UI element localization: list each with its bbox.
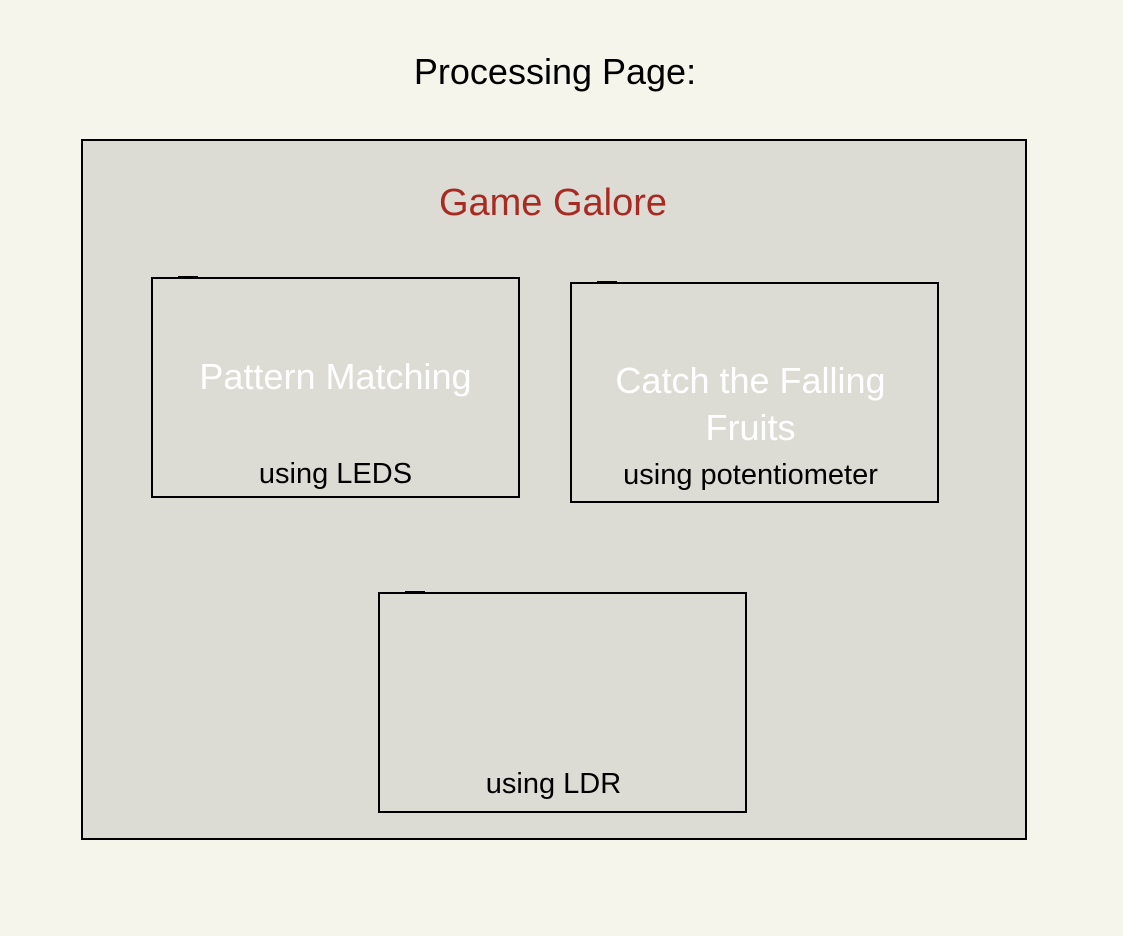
card-subtitle: using LDR <box>485 768 622 800</box>
game-card-ldr[interactable]: using LDR <box>378 591 747 813</box>
game-panel: Game Galore Pattern Matching using LEDS … <box>81 139 1027 840</box>
card-subtitle: using potentiometer <box>623 459 878 491</box>
card-tab-mark <box>597 281 617 284</box>
card-subtitle: using LEDS <box>258 458 413 490</box>
card-title: Catch the Falling Fruits <box>615 360 886 448</box>
card-tab-mark <box>178 276 198 279</box>
card-tab-mark <box>405 591 425 594</box>
game-card-catch-fruits[interactable]: Catch the Falling Fruits using potentiom… <box>570 281 939 503</box>
page-heading: Processing Page: <box>413 51 697 92</box>
card-title: Pattern Matching <box>199 356 472 397</box>
panel-title: Game Galore <box>438 182 668 224</box>
game-card-pattern-matching[interactable]: Pattern Matching using LEDS <box>151 276 520 498</box>
